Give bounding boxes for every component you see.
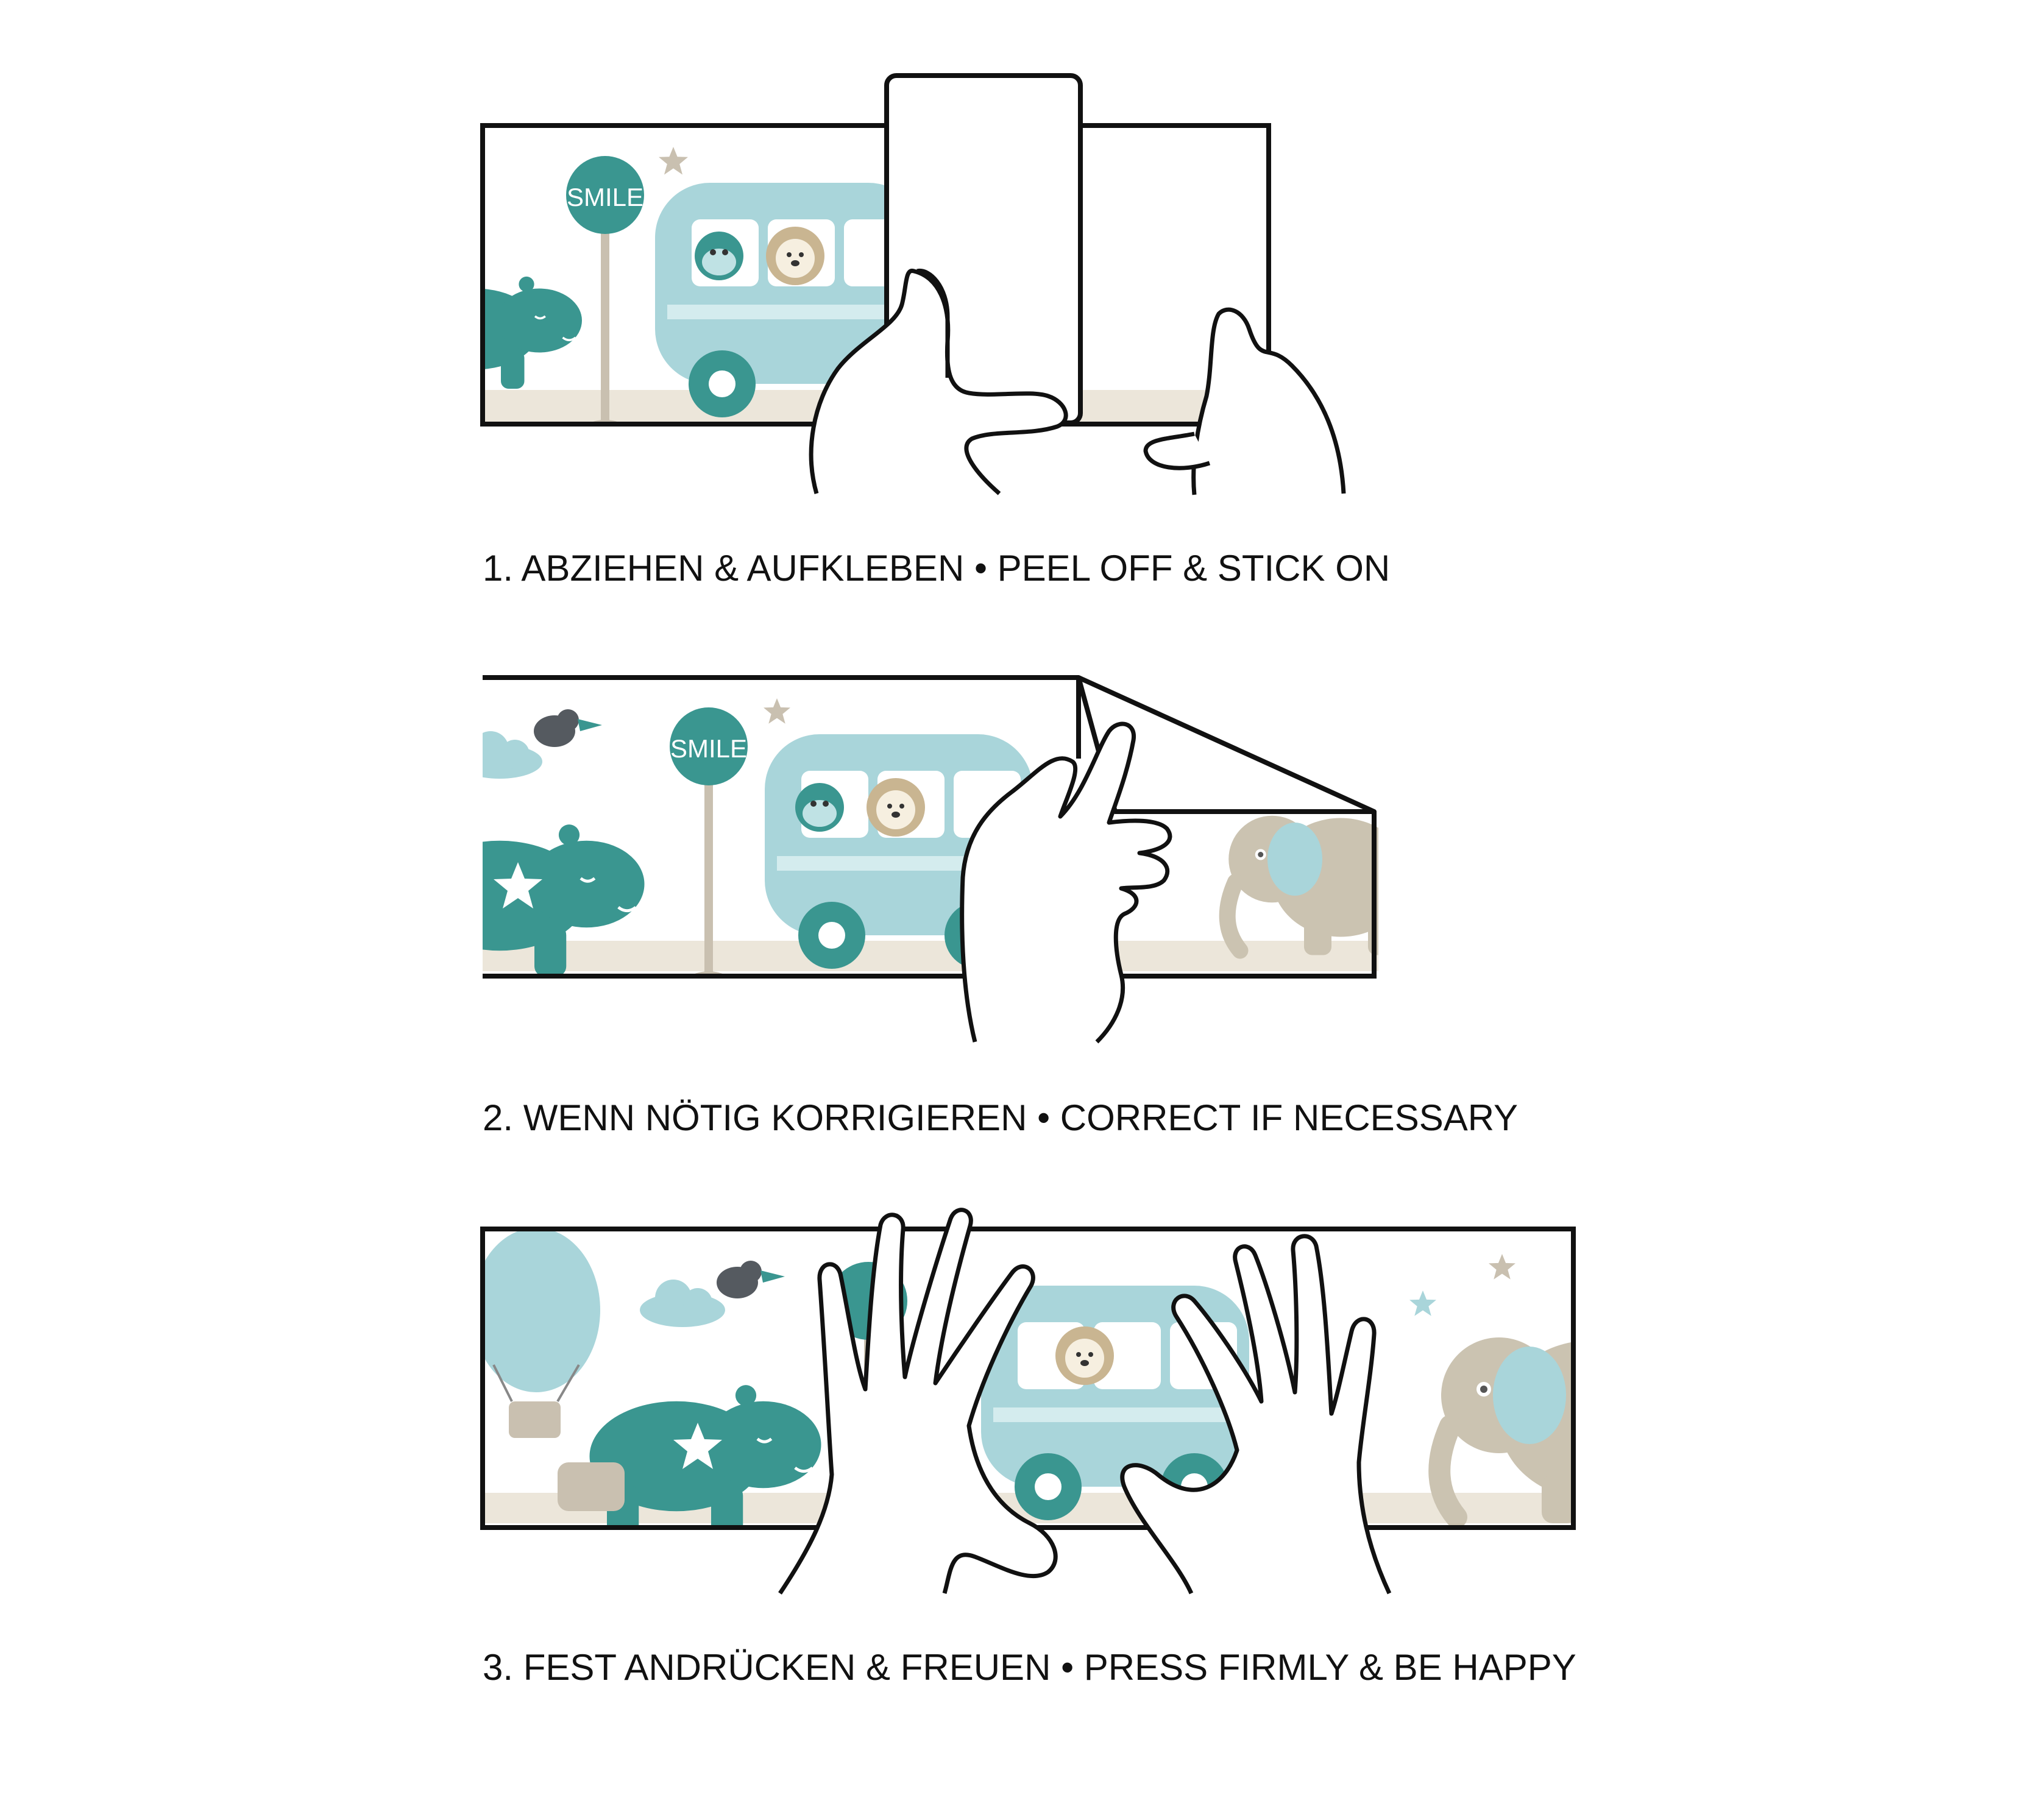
step-1-caption: 1. ABZIEHEN & AUFKLEBEN • PEEL OFF & STI…	[483, 548, 1391, 589]
step-1-illustration: SMILE	[480, 73, 1346, 495]
step-3-illustration	[480, 1208, 1576, 1595]
step-2-caption: 2. WENN NÖTIG KORRIGIEREN • CORRECT IF N…	[483, 1097, 1519, 1138]
step-2-illustration: SMILE	[483, 675, 1378, 1044]
step-3-caption: 3. FEST ANDRÜCKEN & FREUEN • PRESS FIRML…	[483, 1647, 1576, 1688]
correcting-hand	[960, 721, 1172, 1044]
right-pressing-hand	[1120, 1234, 1392, 1595]
right-hand	[1191, 307, 1346, 495]
left-pressing-hand	[778, 1208, 1058, 1595]
sign-text-1: SMILE	[567, 183, 643, 211]
peeled-flap	[1076, 675, 1377, 814]
sign-text-2: SMILE	[670, 734, 747, 763]
